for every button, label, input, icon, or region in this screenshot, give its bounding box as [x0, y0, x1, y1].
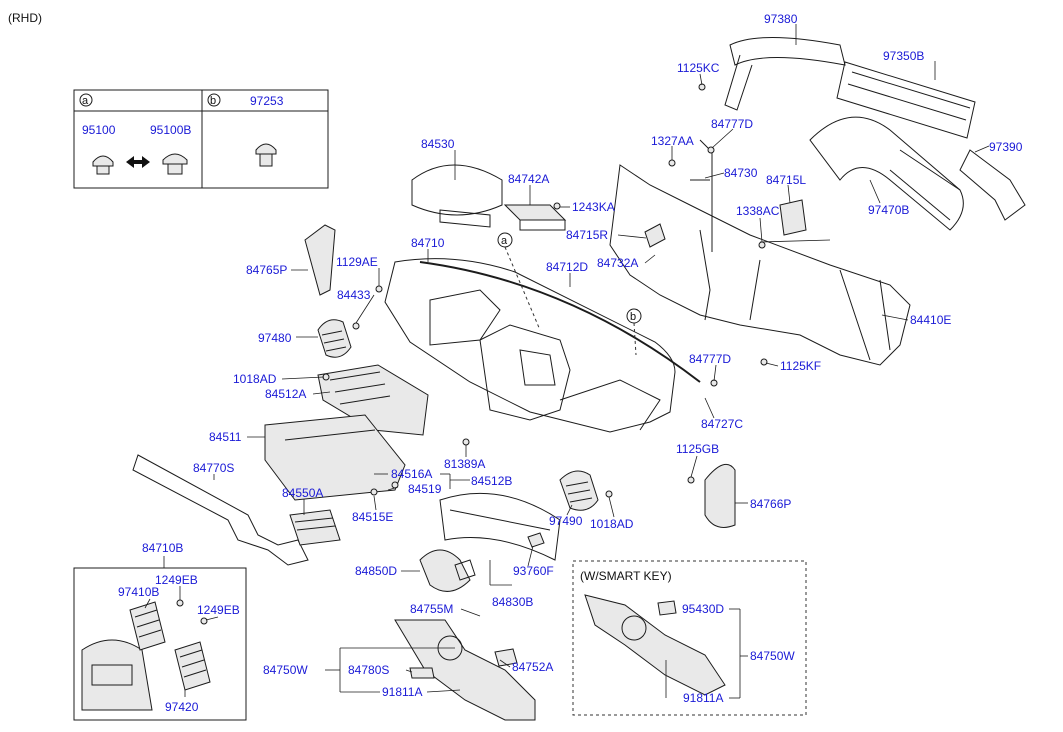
part-label: 93760F: [513, 564, 554, 578]
part-label: 84710: [411, 236, 445, 250]
part-label: 84742A: [508, 172, 549, 186]
part-label: 84516A: [391, 467, 432, 481]
bolt-icon: [687, 476, 695, 484]
bolt-icon: [760, 358, 768, 366]
clip-icon: [162, 153, 188, 175]
variant-label: (RHD): [8, 11, 42, 25]
part-label: 1018AD: [233, 372, 277, 386]
part-label: 84777D: [689, 352, 731, 366]
legend-cell-a-part-2: 95100B: [150, 123, 191, 137]
vent-icon: [174, 641, 211, 691]
bolt-icon: [176, 599, 184, 607]
legend-cell-a-part-1: 95100: [82, 123, 116, 137]
bolt-icon: [370, 488, 378, 496]
smart-key-part-1: 95430D: [682, 602, 724, 616]
part-label: 97480: [258, 331, 292, 345]
part-label: 84755M: [410, 602, 453, 616]
part-label: 97410B: [118, 585, 159, 599]
part-label: 1129AE: [336, 255, 378, 269]
part-label: 84730: [724, 166, 758, 180]
part-label: 1327AA: [651, 134, 694, 148]
part-label: 1243KA: [572, 200, 615, 214]
part-label: 1249EB: [155, 573, 198, 587]
part-label: 97490: [549, 514, 583, 528]
part-label: 1018AD: [590, 517, 634, 531]
part-label: 84433: [337, 288, 371, 302]
callout-b: b: [626, 308, 642, 356]
part-label: 1125KF: [780, 359, 821, 373]
callout-b-letter: b: [630, 311, 636, 323]
part-label: 84780S: [348, 663, 389, 677]
clip-icon: [92, 155, 114, 175]
legend-cell-b-letter: b: [210, 95, 216, 107]
bolt-icon: [462, 438, 470, 446]
bolt-icon: [553, 202, 561, 210]
bolt-icon: [668, 159, 676, 167]
part-label: 84766P: [750, 497, 791, 511]
part-label: 84511: [209, 430, 242, 444]
part-label: 84519: [408, 482, 442, 496]
part-label: 97390: [989, 140, 1023, 154]
bolt-icon: [352, 322, 360, 330]
bolt-icon: [707, 146, 715, 154]
part-label: 84715L: [766, 173, 806, 187]
clip-icon: [255, 143, 277, 167]
vent-icon: [559, 470, 599, 511]
part-label: 84715R: [566, 228, 608, 242]
part-label: 84727C: [701, 417, 743, 431]
part-label: 1125KC: [677, 61, 720, 75]
part-label: 84710B: [142, 541, 183, 555]
part-label: 84550A: [282, 486, 323, 500]
bolt-icon: [375, 285, 383, 293]
part-label: 84512B: [471, 474, 512, 488]
vent-icon: [129, 601, 166, 651]
part-label: 1338AC: [736, 204, 780, 218]
part-label: 84830B: [492, 595, 533, 609]
callout-a: a: [497, 232, 541, 331]
part-label: 84410E: [910, 313, 951, 327]
part-label: 84765P: [246, 263, 287, 277]
part-labels: 97380 1125KC 97350B 84777D 1327AA 84730 …: [118, 12, 1023, 714]
sub-assembly-box: [73, 567, 247, 721]
leader-lines: [144, 24, 990, 699]
bolt-icon: [605, 490, 613, 498]
parts-artwork: [81, 37, 1026, 721]
part-label: 1249EB: [197, 603, 240, 617]
bolt-icon: [200, 617, 208, 625]
part-label: 84850D: [355, 564, 397, 578]
part-label: 97380: [764, 12, 798, 26]
part-label: 97420: [165, 700, 199, 714]
part-label: 81389A: [444, 457, 485, 471]
legend-cell-b-part: 97253: [250, 94, 284, 108]
smart-key-box-title: (W/SMART KEY): [580, 569, 672, 583]
part-label: 84777D: [711, 117, 753, 131]
part-label: 91811A: [382, 685, 422, 699]
double-arrow-icon: [126, 156, 150, 168]
smart-key-box: [572, 560, 807, 716]
smart-key-part-3: 91811A: [683, 691, 723, 705]
part-label: 97350B: [883, 49, 924, 63]
part-label: 84512A: [265, 387, 306, 401]
vent-icon: [317, 319, 352, 358]
part-label: 84712D: [546, 260, 588, 274]
part-label: 97470B: [868, 203, 909, 217]
smart-key-part-2: 84750W: [750, 649, 795, 663]
part-label: 84752A: [512, 660, 553, 674]
legend-table: a b 97253 95100 95100B: [73, 89, 329, 189]
part-label: 84750W: [263, 663, 308, 677]
legend-cell-a-letter: a: [82, 95, 89, 107]
callout-a-letter: a: [501, 235, 508, 247]
part-label: 84530: [421, 137, 455, 151]
bolt-icon: [758, 241, 766, 249]
part-label: 84515E: [352, 510, 393, 524]
part-label: 1125GB: [676, 442, 719, 456]
part-label: 84732A: [597, 256, 638, 270]
part-label: 84770S: [193, 461, 234, 475]
